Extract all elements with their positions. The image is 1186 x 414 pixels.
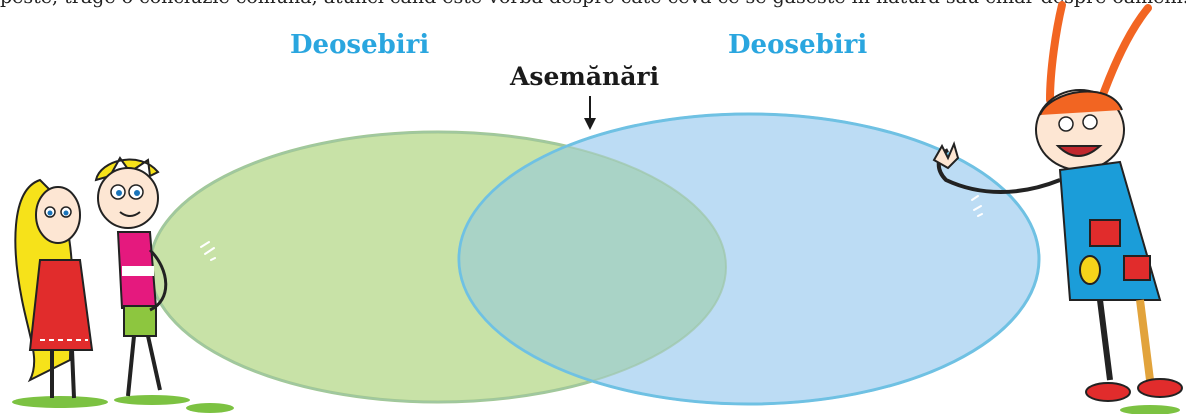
pippi-illustration — [932, 1, 1183, 414]
right-differences-label: Deosebiri — [728, 30, 868, 60]
overlap-region — [459, 132, 726, 402]
similarities-label: Asemănări — [510, 62, 660, 91]
children-illustration — [12, 156, 234, 413]
sparkle-marks — [200, 195, 983, 261]
left-differences-label: Deosebiri — [290, 30, 430, 60]
cropped-text-line: peste, trage o concluzie comuna, atunci … — [0, 0, 1186, 8]
right-ellipse-outline — [457, 112, 1041, 406]
similarities-arrow — [584, 96, 596, 130]
